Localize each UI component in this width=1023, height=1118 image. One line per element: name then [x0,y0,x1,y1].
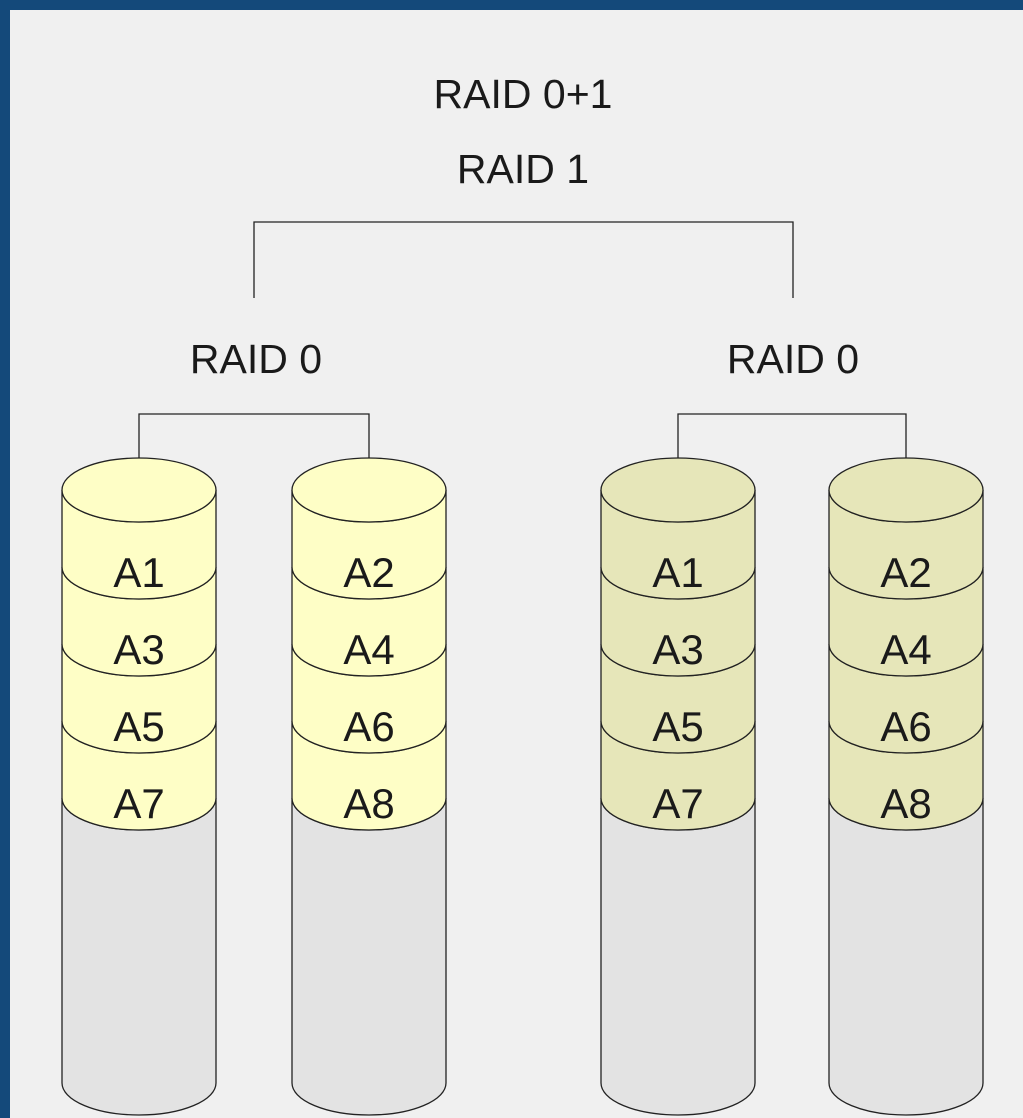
disk-free-space [828,797,984,1116]
group-label-left: RAID 0 [190,336,322,382]
block-label: A1 [652,549,703,596]
block-label: A7 [652,780,703,827]
title-raid-0-1: RAID 0+1 [434,71,613,117]
disk-top [291,457,447,523]
disk-top [828,457,984,523]
block-label: A2 [880,549,931,596]
block-label: A2 [343,549,394,596]
block-label: A8 [880,780,931,827]
block-label: A8 [343,780,394,827]
mirror-label-raid-1: RAID 1 [457,146,589,192]
block-label: A3 [652,626,703,673]
block-label: A5 [652,703,703,750]
block-label: A4 [343,626,394,673]
block-label: A1 [113,549,164,596]
mirror-connector [253,221,794,298]
disk-free-space [61,797,217,1116]
block-label: A3 [113,626,164,673]
block-label: A5 [113,703,164,750]
stripe-connector-left [138,413,370,490]
stripe-connector-right [677,413,907,490]
block-label: A6 [880,703,931,750]
block-label: A7 [113,780,164,827]
disk-free-space [291,797,447,1116]
disk-top [600,457,756,523]
block-label: A4 [880,626,931,673]
block-label: A6 [343,703,394,750]
disk-top [61,457,217,523]
disk-free-space [600,797,756,1116]
group-label-right: RAID 0 [727,336,859,382]
